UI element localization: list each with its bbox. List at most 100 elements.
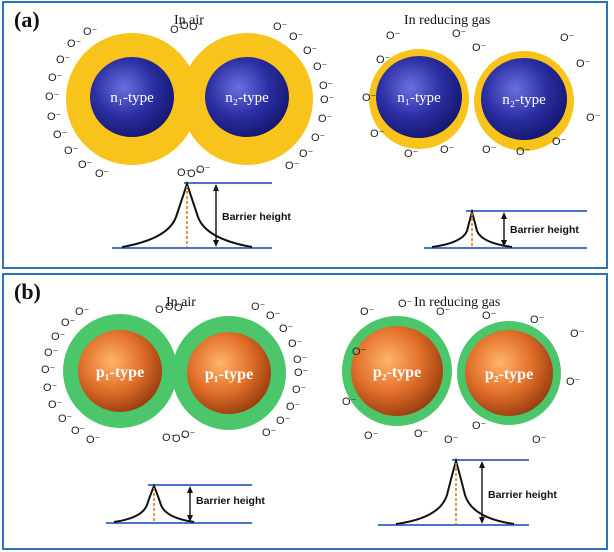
panel-b-right-condition: In reducing gas	[414, 295, 501, 310]
barrier-height-label: Barrier height	[488, 489, 557, 501]
oxygen-ion-label: O⁻	[187, 168, 202, 180]
oxygen-ion-label: O⁻	[352, 346, 367, 358]
oxygen-ion-label: O⁻	[51, 331, 66, 343]
oxygen-ion-label: O⁻	[285, 160, 300, 172]
oxygen-ion-label: O⁻	[532, 434, 547, 446]
oxygen-ion-label: O⁻	[56, 54, 71, 66]
panel-b-scene: p₁-type p₁-type O⁻O⁻O⁻O⁻O⁻O⁻O⁻O⁻O⁻O⁻O⁻O⁻…	[41, 298, 585, 526]
oxygen-ion-label: O⁻	[552, 136, 567, 148]
oxygen-ion-label: O⁻	[44, 347, 59, 359]
panel-a-label: (a)	[14, 7, 40, 32]
panel-b-label: (b)	[14, 279, 41, 304]
particle-label: n₂-type	[225, 90, 269, 106]
oxygen-ion-label: O⁻	[299, 148, 314, 160]
barrier-height-label: Barrier height	[510, 224, 579, 236]
p-type-core	[78, 330, 162, 412]
oxygen-ion-label: O⁻	[292, 384, 307, 396]
oxygen-ion-label: O⁻	[165, 301, 180, 313]
panel-a-gas-ions: O⁻O⁻O⁻O⁻O⁻O⁻O⁻O⁻O⁻O⁻O⁻O⁻O⁻O⁻	[362, 28, 601, 160]
oxygen-ion-label: O⁻	[170, 24, 185, 36]
particle-label: n₁-type	[397, 90, 441, 106]
panel-a-air-ions: O⁻O⁻O⁻O⁻O⁻O⁻O⁻O⁻O⁻O⁻O⁻O⁻O⁻O⁻O⁻O⁻O⁻O⁻O⁻O⁻…	[45, 20, 335, 180]
panel-a: (a) In air In reducing gas n₁-type n₂-ty…	[2, 1, 608, 269]
oxygen-ion-label: O⁻	[262, 427, 277, 439]
oxygen-ion-label: O⁻	[273, 21, 288, 33]
barrier-curve	[121, 180, 253, 248]
oxygen-ion-label: O⁻	[279, 323, 294, 335]
oxygen-ion-label: O⁻	[177, 167, 192, 179]
p-type-core	[351, 326, 443, 416]
oxygen-ion-label: O⁻	[67, 38, 82, 50]
oxygen-ion-label: O⁻	[482, 310, 497, 322]
panel-b-air-ions: O⁻O⁻O⁻O⁻O⁻O⁻O⁻O⁻O⁻O⁻O⁻O⁻O⁻O⁻O⁻O⁻O⁻O⁻O⁻O⁻…	[41, 301, 309, 446]
oxygen-ion-label: O⁻	[472, 42, 487, 54]
arrowhead-down	[501, 240, 507, 247]
arrowhead-up	[187, 486, 193, 493]
oxygen-ion-label: O⁻	[560, 32, 575, 44]
oxygen-ion-label: O⁻	[71, 425, 86, 437]
oxygen-ion-label: O⁻	[364, 430, 379, 442]
barrier-height-label: Barrier height	[196, 495, 265, 507]
panel-b: (b) In air In reducing gas p₁-type p₁-ty…	[2, 273, 608, 550]
oxygen-ion-label: O⁻	[376, 54, 391, 66]
oxygen-ion-label: O⁻	[516, 146, 531, 158]
oxygen-ion-label: O⁻	[472, 420, 487, 432]
oxygen-ion-label: O⁻	[311, 132, 326, 144]
oxygen-ion-label: O⁻	[174, 302, 189, 314]
barrier-curve	[431, 208, 513, 248]
arrowhead-up	[213, 184, 219, 191]
oxygen-ion-label: O⁻	[45, 91, 60, 103]
oxygen-ion-label: O⁻	[440, 144, 455, 156]
oxygen-ion-label: O⁻	[414, 428, 429, 440]
panel-b-gas-particles: p₂-type p₂-type	[342, 316, 561, 426]
oxygen-ion-label: O⁻	[172, 433, 187, 445]
particle-label: p₂-type	[485, 366, 533, 383]
panel-a-gas-barrier-diagram: Barrier height	[424, 208, 587, 249]
oxygen-ion-label: O⁻	[41, 364, 56, 376]
oxygen-ion-label: O⁻	[370, 128, 385, 140]
oxygen-ion-label: O⁻	[303, 45, 318, 57]
n-type-core	[205, 57, 289, 137]
oxygen-ion-label: O⁻	[64, 145, 79, 157]
oxygen-ion-label: O⁻	[320, 94, 335, 106]
p-type-core	[187, 332, 271, 414]
oxygen-ion-label: O⁻	[482, 144, 497, 156]
oxygen-ion-label: O⁻	[78, 159, 93, 171]
oxygen-ion-label: O⁻	[86, 434, 101, 446]
arrowhead-down	[187, 515, 193, 522]
oxygen-ion-label: O⁻	[162, 432, 177, 444]
oxygen-ion-label: O⁻	[48, 399, 63, 411]
oxygen-ion-label: O⁻	[386, 30, 401, 42]
oxygen-ion-label: O⁻	[318, 113, 333, 125]
oxygen-ion-label: O⁻	[180, 20, 195, 32]
oxygen-ion-label: O⁻	[576, 58, 591, 70]
oxygen-ion-label: O⁻	[342, 396, 357, 408]
panel-b-gas-barrier-diagram: Barrier height	[378, 457, 557, 526]
oxygen-ion-label: O⁻	[294, 367, 309, 379]
oxygen-ion-label: O⁻	[48, 72, 63, 84]
oxygen-ion-label: O⁻	[43, 382, 58, 394]
panel-a-left-condition: In air	[174, 13, 204, 28]
arrowhead-down	[479, 517, 485, 524]
oxygen-ion-label: O⁻	[362, 92, 377, 104]
barrier-curve	[113, 483, 195, 523]
oxygen-ion-label: O⁻	[189, 21, 204, 33]
arrowhead-up	[501, 212, 507, 219]
oxygen-ion-label: O⁻	[251, 301, 266, 313]
oxygen-ion-label: O⁻	[58, 413, 73, 425]
arrowhead-down	[213, 240, 219, 247]
oxygen-ion-label: O⁻	[75, 306, 90, 318]
particle-label: n₂-type	[502, 92, 546, 108]
oxygen-ion-label: O⁻	[319, 80, 334, 92]
panel-a-air-barrier-diagram: Barrier height	[112, 180, 291, 249]
particle-label: n₁-type	[110, 90, 154, 106]
oxygen-ion-label: O⁻	[360, 306, 375, 318]
n-type-core	[481, 58, 567, 140]
arrowhead-up	[479, 461, 485, 468]
particle-label: p₁-type	[205, 366, 253, 383]
oxygen-ion-label: O⁻	[289, 31, 304, 43]
particle-label: p₂-type	[373, 364, 421, 381]
oxygen-ion-label: O⁻	[95, 168, 110, 180]
oxygen-ion-label: O⁻	[452, 28, 467, 40]
panel-a-gas-particles: n₁-type n₂-type	[369, 49, 574, 151]
